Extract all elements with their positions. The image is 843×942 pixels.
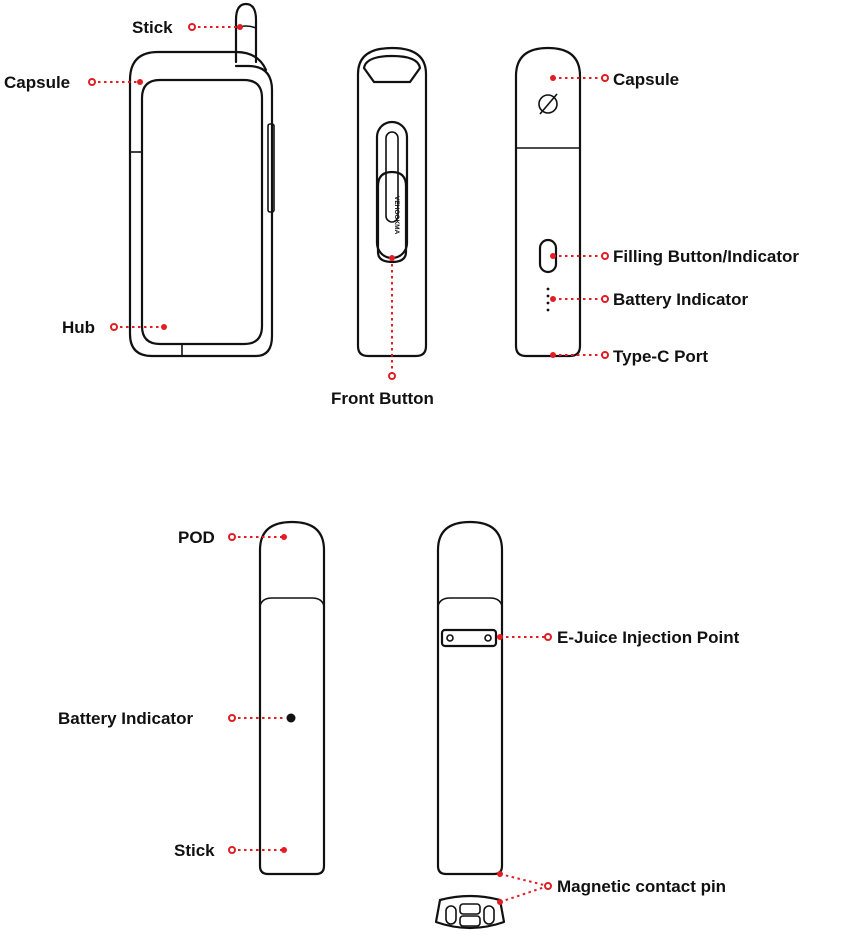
stick-back-view [436,520,504,876]
leader-marker [601,295,609,303]
label-battery-indicator-bottom: Battery Indicator [58,709,193,728]
leader-marker [497,871,503,877]
leader-marker [601,74,609,82]
label-ejuice-injection-point: E-Juice Injection Point [557,628,740,647]
label-hub: Hub [62,318,95,337]
leader-marker [550,75,556,81]
label-capsule-left: Capsule [4,73,70,92]
leader-marker [550,253,556,259]
battery-dot [546,294,550,298]
leader-marker [601,252,609,260]
leader-marker [389,255,395,261]
leader-line [499,873,549,887]
leader-marker [237,24,243,30]
leader-marker [550,352,556,358]
label-capsule-right: Capsule [613,70,679,89]
leader-marker [137,79,143,85]
hub-back-view [514,46,582,358]
leader-marker [544,882,552,890]
label-pod: POD [178,528,215,547]
label-front-button: Front Button [331,389,434,408]
magnetic-contact-pin-view [434,894,506,930]
device-logo-text: VEHOOKMA [393,196,400,235]
leader-marker [601,351,609,359]
leader-marker [281,534,287,540]
leader-marker [550,296,556,302]
leader-line [499,885,549,903]
label-magnetic-contact-pin: Magnetic contact pin [557,877,726,896]
leader-marker [161,324,167,330]
leader-marker [228,846,236,854]
leader-marker [228,714,236,722]
leader-marker [388,372,396,380]
leader-marker [497,634,503,640]
label-stick-top: Stick [132,18,173,37]
leader-marker [281,847,287,853]
battery-dot [546,287,550,291]
label-stick-bottom: Stick [174,841,215,860]
leader-marker [110,323,118,331]
leader-marker [188,23,196,31]
hub-side-view [128,2,275,358]
label-filling-button: Filling Button/Indicator [613,247,799,266]
leader-marker [544,633,552,641]
hub-front-view: VEHOOKMA [356,46,428,358]
battery-dot [546,308,550,312]
stick-front-view [258,520,326,876]
leader-lines [88,23,609,905]
leader-marker [497,899,503,905]
battery-indicator-dot [286,713,296,723]
battery-dot [546,301,550,305]
label-type-c-port: Type-C Port [613,347,708,366]
leader-marker [228,533,236,541]
leader-marker [88,78,96,86]
label-battery-indicator-top: Battery Indicator [613,290,748,309]
